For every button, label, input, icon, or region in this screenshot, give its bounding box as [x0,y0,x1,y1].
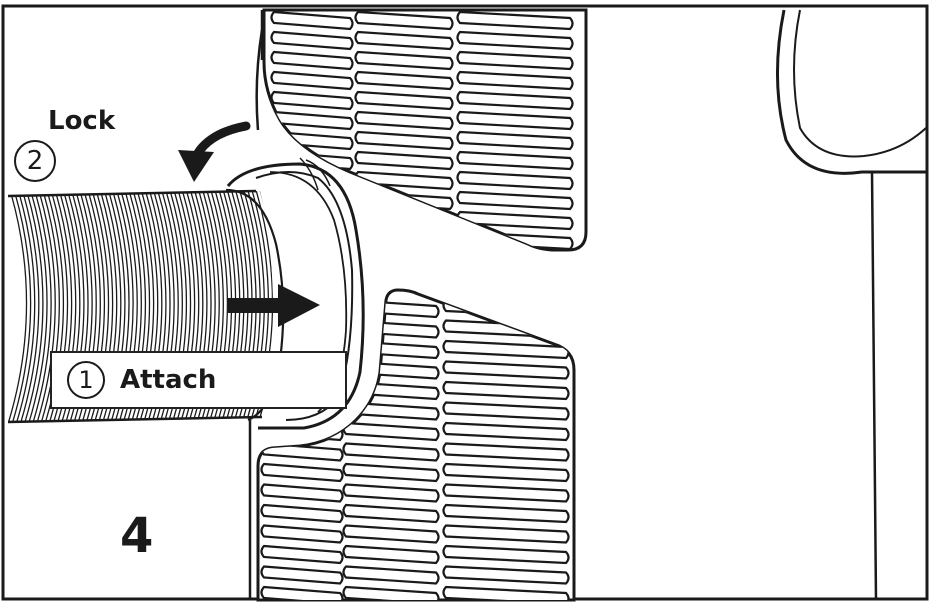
hose-rib [36,191,56,422]
vent-slat [442,360,570,380]
vent-slat [442,421,570,442]
vent-slat [342,524,440,544]
vent-slat [354,70,454,91]
vent-slat [342,565,440,585]
vent-slat [260,565,344,585]
hose-rib [27,191,48,422]
hose-rib [8,191,28,422]
vent-slat [442,585,570,600]
vent-slat [260,503,344,524]
vent-slat [442,401,570,421]
hose-rib [40,191,60,422]
vent-slat [342,442,440,462]
vent-slat [342,544,440,565]
rotate-counterclockwise-arrow-icon [178,121,251,182]
side-handle-recess [776,9,927,601]
hose-rib [15,191,36,422]
vent-slat [354,110,454,131]
vent-slat [354,30,454,51]
vent-slat [442,524,570,544]
vent-slat [342,462,440,483]
step-number: 4 [120,508,154,564]
vent-slat [260,585,344,600]
vent-slat [260,462,344,483]
vent-slat [270,70,354,91]
vent-slat [354,10,454,31]
vent-slat [456,150,574,171]
vent-slat [354,150,454,171]
vent-slat [270,50,354,71]
hose-rib [19,191,40,422]
vent-slat [354,130,454,151]
vent-slat [270,30,354,51]
vent-slat [456,170,574,191]
vent-slat [456,110,574,131]
vent-slat [442,380,570,401]
vent-slat [260,544,344,565]
vent-slat [260,524,344,544]
vent-slat [442,503,570,524]
unit-body [248,10,264,600]
vent-slat [354,90,454,111]
vent-slat [342,503,440,524]
attach-label: Attach [120,365,217,395]
vent-slat [456,130,574,151]
vent-slat [354,50,454,71]
vent-slat [270,90,354,111]
vent-slat [442,483,570,503]
attach-step-marker: 1 [67,361,105,399]
hose-rib [31,191,52,422]
vent-slat [442,565,570,585]
vent-slat [270,10,354,31]
vent-slat [456,50,574,71]
lock-label: Lock [48,106,116,136]
hose-rib [23,191,44,422]
push-right-arrow-icon [228,284,320,327]
vent-slat [456,30,574,51]
vent-slat [260,483,344,503]
vent-slat [456,70,574,91]
vent-slat [442,442,570,462]
vent-slat [456,90,574,111]
lock-step-marker: 2 [14,140,56,182]
hose-rib [11,191,32,422]
vent-slat [456,10,574,31]
vent-slat [442,462,570,483]
vent-slat [342,585,440,600]
vent-slat [442,544,570,565]
vent-slat [456,190,574,211]
vent-slat [342,483,440,503]
